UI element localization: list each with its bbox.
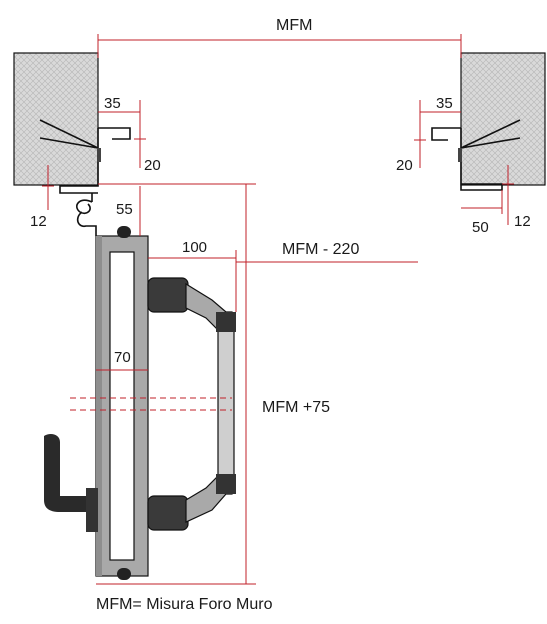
door-seal-top [117,226,131,238]
left-wall-anchor [39,119,99,149]
label-70: 70 [114,349,131,366]
label-hinge-55: 55 [116,201,133,218]
left-frame-profile [59,127,131,194]
dim-mfm-line [97,34,462,58]
pull-handle [147,277,236,531]
label-mfm: MFM [276,17,312,34]
door-leaf-edge [96,236,102,576]
dim-mfm-75-line [96,183,256,585]
right-gasket [458,148,462,162]
left-gasket [97,148,101,162]
right-wall-anchor [460,119,521,149]
label-left-35: 35 [104,95,121,112]
label-left-20: 20 [144,157,161,174]
hinge [76,193,97,236]
dim-right-50-line [461,190,503,214]
lever-handle [44,434,98,532]
door-seal-bottom [117,568,131,580]
break-line [70,397,232,411]
legend-note: MFM= Misura Foro Muro [96,596,273,613]
dim-right-12-line [502,165,514,225]
label-right-12: 12 [514,213,531,230]
left-wall [13,52,99,186]
dim-100-line [148,250,237,312]
label-right-20: 20 [396,157,413,174]
label-left-12: 12 [30,213,47,230]
label-mfm-75: MFM +75 [262,399,330,416]
label-right-35: 35 [436,95,453,112]
dim-left-12-line [42,165,54,210]
label-mfm-220: MFM - 220 [282,241,359,258]
label-right-50: 50 [472,219,489,236]
dim-right-20-line [414,128,426,168]
label-100: 100 [182,239,207,256]
dim-right-35-line [419,100,461,130]
right-wall [460,52,546,186]
dim-left-20-line [134,128,146,168]
dim-left-35-line [98,100,141,130]
door-leaf-glass [109,251,135,561]
